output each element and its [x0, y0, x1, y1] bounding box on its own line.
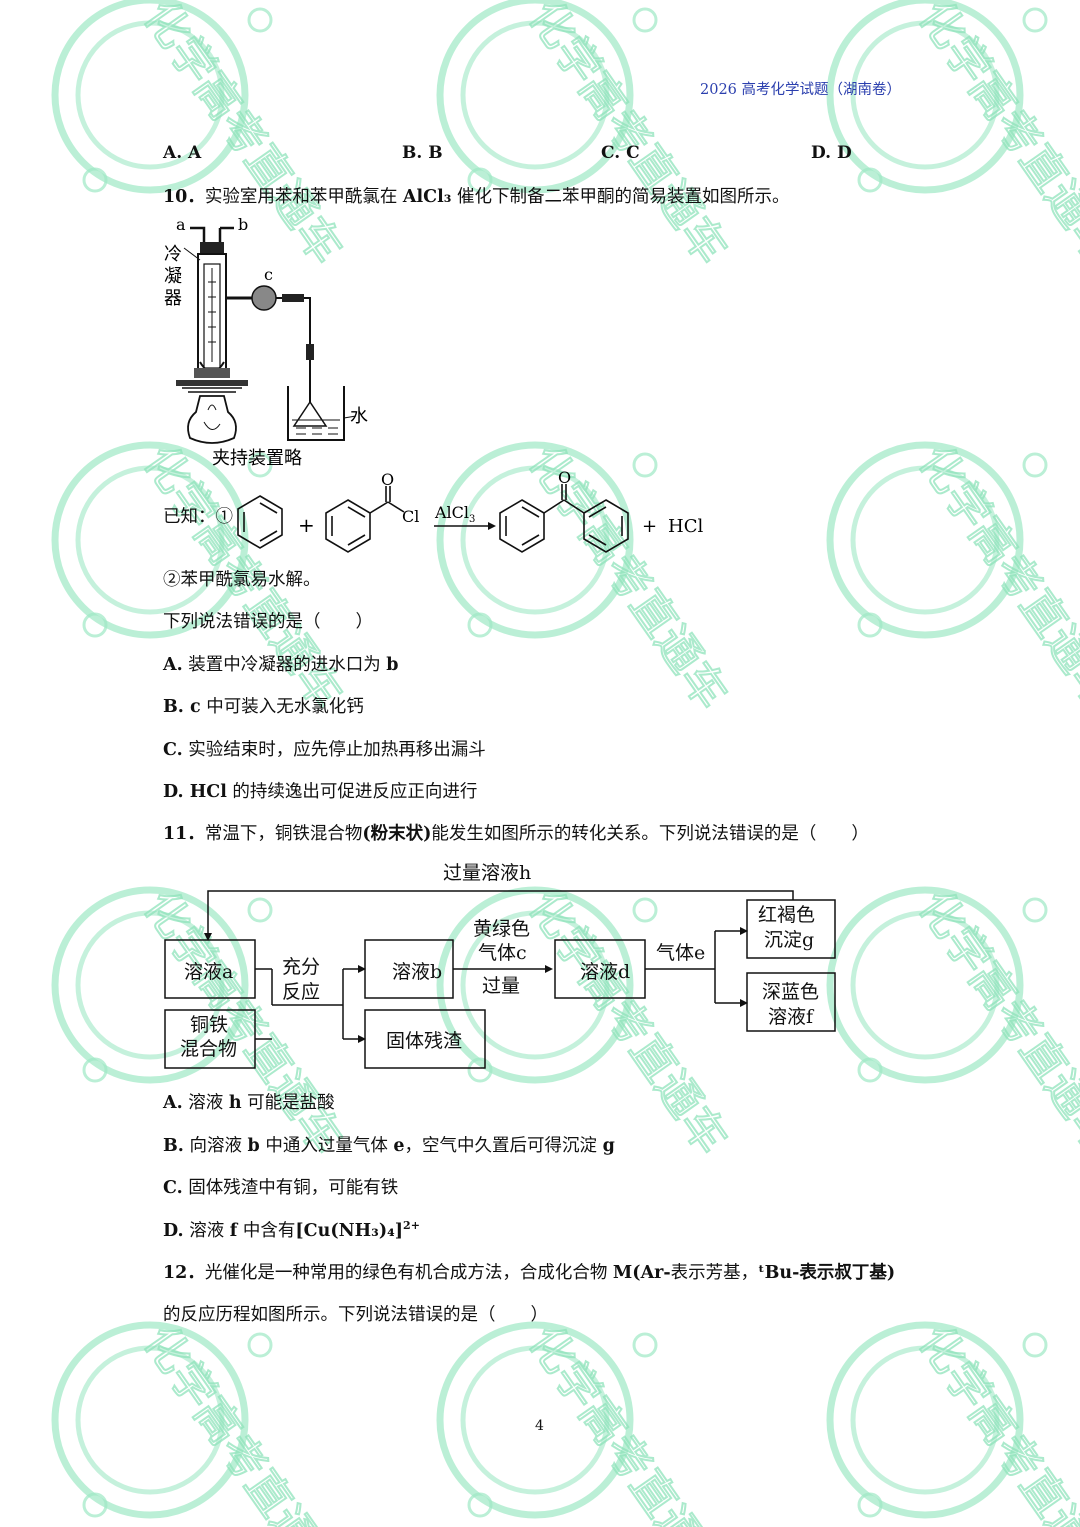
q10-reaction-scheme: + O Cl AlCl3 O + HCl: [237, 470, 703, 553]
label-c: c: [264, 265, 273, 284]
q11-option-a[interactable]: A. 溶液 h 可能是盐酸: [163, 1093, 335, 1113]
catalyst-label: AlCl3: [434, 503, 475, 525]
box-solution-f: [746, 972, 836, 1032]
hcl-label: HCl: [668, 516, 703, 537]
svg-text:器: 器: [164, 288, 182, 309]
q10-known2: ②苯甲酰氯易水解。: [163, 570, 321, 590]
page-header-title: 2026 高考化学试题（湖南卷）: [700, 82, 902, 98]
flow-gas-c-1: 黄绿色: [473, 918, 530, 940]
q10-stem-rest: 催化下制备二苯甲酮的简易装置如图所示。: [451, 187, 790, 207]
flow-gas-c-2: 气体c: [478, 942, 527, 964]
gas-tube: [276, 297, 311, 402]
benzoyl-cl: Cl: [402, 507, 419, 526]
flow-top-label: 过量溶液h: [443, 862, 531, 884]
flow-precip-g-2: 沉淀g: [764, 929, 814, 951]
q10-option-a[interactable]: A. 装置中冷凝器的进水口为 b: [163, 655, 399, 675]
flow-react-2: 反应: [282, 981, 320, 1003]
known-prefix: 已知：①: [163, 507, 233, 527]
flow-excess: 过量: [482, 975, 520, 997]
q10-question: 下列说法错误的是（ ）: [163, 612, 373, 632]
q10-option-c[interactable]: C. 实验结束时，应先停止加热再移出漏斗: [163, 740, 486, 760]
funnel: [292, 400, 328, 427]
label-b: b: [238, 215, 248, 234]
q10-stem: 10．实验室用苯和苯甲酰氯在 AlCl₃ 催化下制备二苯甲酮的简易装置如图所示。: [163, 183, 789, 208]
q11-option-b[interactable]: B. 向溶液 b 中通入过量气体 e，空气中久置后可得沉淀 g: [163, 1136, 615, 1156]
q9-option-d[interactable]: D. D: [811, 143, 852, 163]
svg-text:冷: 冷: [164, 244, 182, 265]
q10-option-d[interactable]: D. HCl 的持续逸出可促进反应正向进行: [163, 782, 478, 802]
flow-solution-a: 溶液a: [184, 961, 233, 983]
beaker: [287, 386, 345, 441]
apparatus-caption: 夹持装置略: [212, 448, 302, 469]
flow-mixture-1: 铜铁: [190, 1014, 228, 1036]
benzoyl-o: O: [381, 470, 394, 489]
q10-number: 10．: [163, 187, 205, 207]
condenser-label: 冷 凝 器: [164, 244, 182, 309]
q10-option-b[interactable]: B. c 中可装入无水氯化钙: [163, 697, 364, 717]
flow-solution-f-1: 深蓝色: [762, 981, 819, 1003]
q9-option-b[interactable]: B. B: [402, 143, 443, 163]
q10-apparatus-figure: a b 冷 凝 器 c 水 夹持装置略: [164, 215, 368, 469]
flow-mixture-2: 混合物: [180, 1038, 237, 1060]
flow-precip-g-1: 红褐色: [758, 904, 815, 926]
q12-stem-line2: 的反应历程如图所示。下列说法错误的是（ ）: [163, 1305, 548, 1325]
flow-gas-e: 气体e: [656, 942, 705, 964]
product-o: O: [558, 470, 571, 487]
benzoyl-chloride-structure: [325, 486, 405, 553]
benzene-structure: [237, 495, 283, 549]
stopper: [200, 242, 224, 254]
reaction-arrow: [434, 522, 496, 530]
box-precip-g: [746, 899, 836, 959]
flow-solution-d: 溶液d: [580, 961, 630, 983]
plus-sign-2: +: [642, 516, 657, 537]
heating-plate: [176, 380, 248, 386]
q11-stem: 11．常温下，铜铁混合物(粉末状)能发生如图所示的转化关系。下列说法错误的是（ …: [163, 824, 869, 844]
plus-sign-1: +: [298, 513, 315, 537]
benzophenone-structure: [499, 484, 629, 553]
arrow-recycle-h: [207, 890, 794, 933]
svg-text:凝: 凝: [164, 266, 182, 287]
inlet-tubes: [190, 226, 234, 242]
flow-solution-b: 溶液b: [392, 961, 442, 983]
flow-residue: 固体残渣: [386, 1030, 462, 1052]
q11-option-d[interactable]: D. 溶液 f 中含有[Cu(NH₃)₄]2+: [163, 1219, 420, 1241]
q10-stem-bold: AlCl₃: [402, 187, 452, 207]
page-number: 4: [535, 1418, 544, 1434]
q11-option-c[interactable]: C. 固体残渣中有铜，可能有铁: [163, 1178, 399, 1198]
q10-stem-text: 实验室用苯和苯甲酰氯在: [204, 187, 403, 207]
q12-stem-line1: 12．光催化是一种常用的绿色有机合成方法，合成化合物 M(Ar-表示芳基，ᵗBu…: [163, 1263, 896, 1283]
label-a: a: [176, 215, 186, 234]
q11-flowchart: 过量溶液h 溶液a 铜铁 混合物 充分 反应 溶液b 固体残渣 黄绿色 气体c …: [164, 862, 836, 1069]
q9-option-a[interactable]: A. A: [163, 143, 202, 163]
flow-react-1: 充分: [282, 956, 320, 978]
water-label: 水: [350, 406, 368, 427]
drying-tube-c: [251, 285, 277, 311]
alcohol-lamp: [187, 395, 237, 444]
flow-solution-f-2: 溶液f: [768, 1006, 815, 1028]
q9-option-c[interactable]: C. C: [601, 143, 640, 163]
